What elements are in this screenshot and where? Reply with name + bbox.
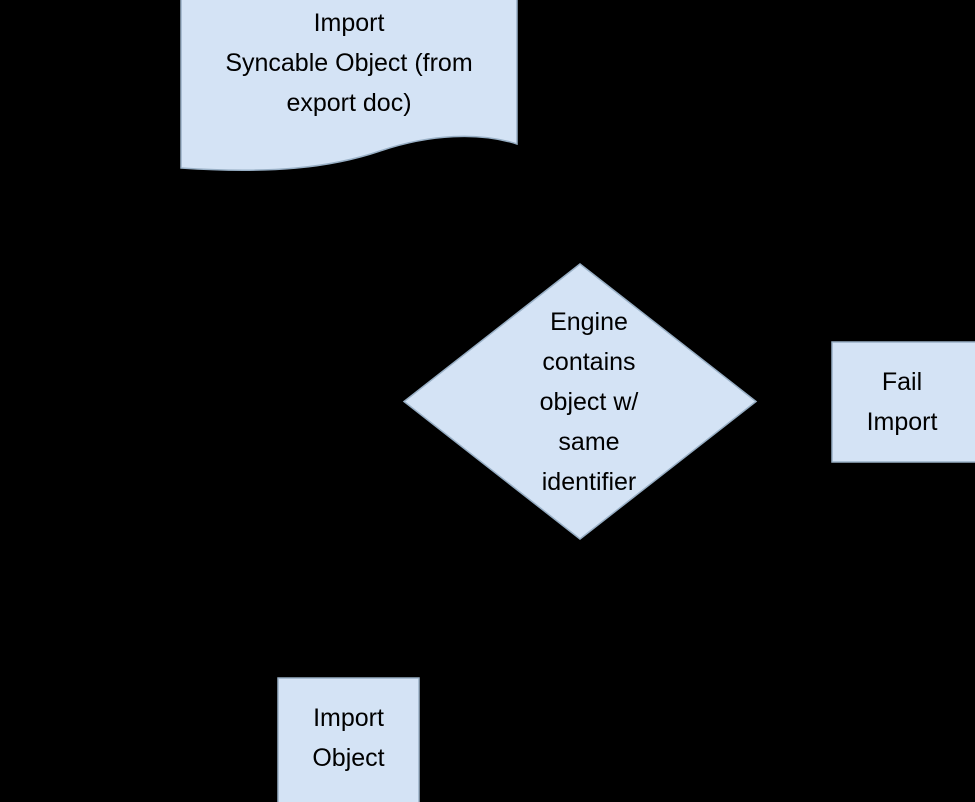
rectangle-shape: [277, 677, 420, 802]
document-shape: [180, 0, 518, 172]
node-import-syncable-object[interactable]: Import Syncable Object (from export doc): [180, 0, 518, 172]
node-import-object[interactable]: Import Object: [277, 677, 420, 802]
node-fail-import[interactable]: Fail Import: [831, 341, 975, 463]
rectangle-shape: [831, 341, 975, 463]
diamond-shape: [402, 263, 758, 540]
node-decision-engine-contains-object[interactable]: Engine contains object w/ same identifie…: [402, 263, 758, 540]
